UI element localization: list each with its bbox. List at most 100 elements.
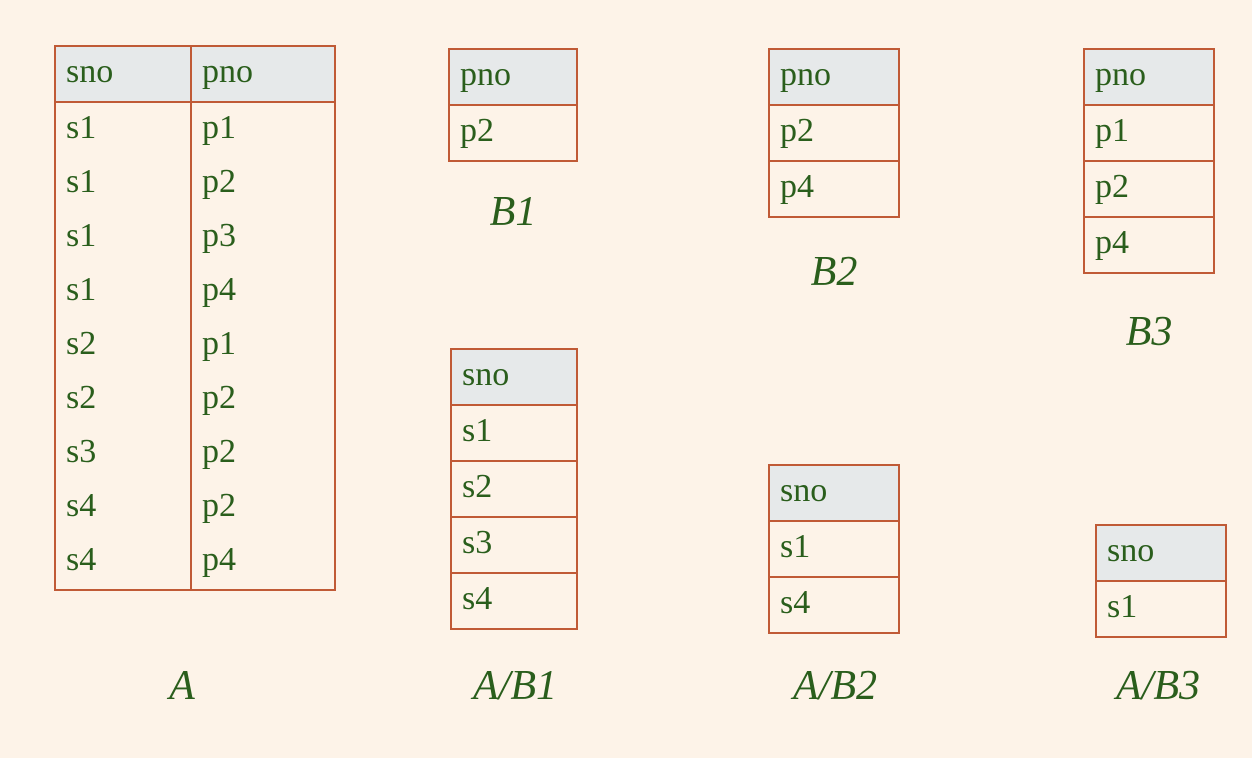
table-a: sno pno s1 p1 s1 p2 s1 p3 s1 [54, 45, 336, 591]
table-row: p4 [768, 160, 900, 218]
cell-pno: p4 [768, 160, 900, 218]
cell-sno: s1 [768, 520, 900, 578]
table-a-div-b3: sno s1 [1095, 524, 1227, 638]
table-b2-head: pno [768, 48, 900, 106]
relation-table-b3: pno p1 p2 p4 [1083, 48, 1215, 274]
table-caption-a-div-b3: A/B3 [1116, 663, 1200, 709]
column-header-pno: pno [448, 48, 578, 106]
cell-pno: p1 [1083, 104, 1215, 162]
column-header-sno: sno [54, 45, 192, 103]
relation-table-b2: pno p2 p4 [768, 48, 900, 218]
column-header-sno: sno [768, 464, 900, 522]
table-a-div-b2-head: sno [768, 464, 900, 522]
cell-sno: s2 [54, 373, 192, 427]
table-row: s4 [450, 572, 578, 630]
table-caption-b1: B1 [489, 189, 537, 235]
table-row: p1 [1083, 104, 1215, 162]
cell-sno: s1 [450, 404, 578, 462]
cell-sno: s4 [450, 572, 578, 630]
table-a-div-b1-head: sno [450, 348, 578, 406]
table-a-div-b1: sno s1 s2 s3 s4 [450, 348, 578, 630]
table-row: s1 [768, 520, 900, 578]
column-header-sno: sno [450, 348, 578, 406]
table-row: s2 [450, 460, 578, 518]
table-row: s2 p1 [54, 319, 336, 373]
table-row: s2 p2 [54, 373, 336, 427]
relation-table-a-div-b1: sno s1 s2 s3 s4 [450, 348, 578, 630]
table-row: p2 [448, 104, 578, 162]
table-caption-b2: B2 [810, 249, 858, 295]
table-b3-body: p1 p2 p4 [1083, 104, 1215, 274]
cell-sno: s2 [450, 460, 578, 518]
table-b3: pno p1 p2 p4 [1083, 48, 1215, 274]
table-row: s3 [450, 516, 578, 574]
cell-pno: p2 [190, 373, 336, 427]
table-row: s3 p2 [54, 427, 336, 481]
cell-pno: p4 [190, 535, 336, 591]
table-b1-head: pno [448, 48, 578, 106]
table-caption-a-div-b2: A/B2 [793, 663, 877, 709]
cell-sno: s1 [1095, 580, 1227, 638]
cell-pno: p2 [1083, 160, 1215, 218]
table-b3-head: pno [1083, 48, 1215, 106]
table-header-row: sno [450, 348, 578, 406]
relation-table-b1: pno p2 [448, 48, 578, 162]
cell-sno: s1 [54, 211, 192, 265]
cell-sno: s4 [54, 535, 192, 591]
table-a-div-b2-body: s1 s4 [768, 520, 900, 634]
table-row: p2 [768, 104, 900, 162]
cell-sno: s3 [54, 427, 192, 481]
table-row: p4 [1083, 216, 1215, 274]
cell-pno: p1 [190, 319, 336, 373]
relation-table-a-div-b3: sno s1 [1095, 524, 1227, 638]
column-header-pno: pno [1083, 48, 1215, 106]
table-b2: pno p2 p4 [768, 48, 900, 218]
table-caption-a: A [169, 663, 195, 709]
cell-pno: p4 [1083, 216, 1215, 274]
cell-pno: p2 [190, 427, 336, 481]
table-caption-b3: B3 [1125, 309, 1173, 355]
table-header-row: pno [768, 48, 900, 106]
table-row: s4 p4 [54, 535, 336, 591]
table-caption-a-div-b1: A/B1 [473, 663, 557, 709]
table-row: s1 p1 [54, 102, 336, 157]
cell-sno: s1 [54, 102, 192, 157]
table-a-div-b3-body: s1 [1095, 580, 1227, 638]
table-row: s4 p2 [54, 481, 336, 535]
cell-sno: s1 [54, 157, 192, 211]
table-row: s1 p2 [54, 157, 336, 211]
table-header-row: sno [1095, 524, 1227, 582]
table-b2-body: p2 p4 [768, 104, 900, 218]
table-header-row: pno [1083, 48, 1215, 106]
cell-pno: p2 [448, 104, 578, 162]
table-row: s1 p4 [54, 265, 336, 319]
table-a-div-b2: sno s1 s4 [768, 464, 900, 634]
table-a-div-b3-head: sno [1095, 524, 1227, 582]
table-b1: pno p2 [448, 48, 578, 162]
cell-pno: p2 [768, 104, 900, 162]
cell-pno: p4 [190, 265, 336, 319]
table-a-head: sno pno [54, 45, 336, 103]
table-row: s1 [1095, 580, 1227, 638]
table-header-row: sno pno [54, 45, 336, 103]
column-header-sno: sno [1095, 524, 1227, 582]
cell-sno: s4 [768, 576, 900, 634]
table-header-row: pno [448, 48, 578, 106]
cell-pno: p2 [190, 481, 336, 535]
table-row: p2 [1083, 160, 1215, 218]
cell-sno: s3 [450, 516, 578, 574]
relation-table-a: sno pno s1 p1 s1 p2 s1 p3 s1 [54, 45, 336, 591]
column-header-pno: pno [190, 45, 336, 103]
cell-sno: s2 [54, 319, 192, 373]
table-b1-body: p2 [448, 104, 578, 162]
cell-sno: s4 [54, 481, 192, 535]
cell-pno: p2 [190, 157, 336, 211]
cell-sno: s1 [54, 265, 192, 319]
table-a-body: s1 p1 s1 p2 s1 p3 s1 p4 s2 p1 [54, 102, 336, 591]
cell-pno: p3 [190, 211, 336, 265]
table-row: s4 [768, 576, 900, 634]
cell-pno: p1 [190, 102, 336, 157]
table-row: s1 [450, 404, 578, 462]
relation-table-a-div-b2: sno s1 s4 [768, 464, 900, 634]
